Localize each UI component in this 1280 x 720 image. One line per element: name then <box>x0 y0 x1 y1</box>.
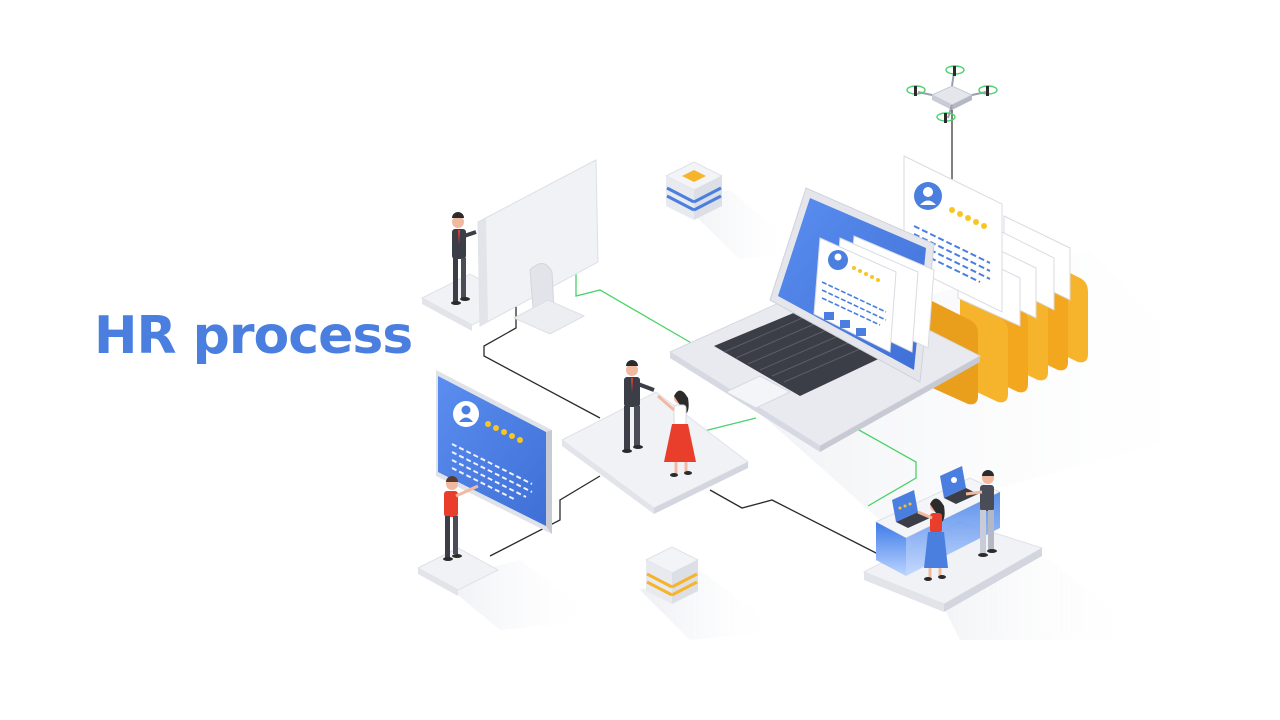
resume-card-icon <box>813 235 935 353</box>
recruiter-desk-station <box>862 466 1044 612</box>
small-laptop <box>940 466 978 504</box>
server-block-icon <box>664 161 724 220</box>
small-laptop <box>892 490 930 528</box>
dark-line-platform-desk <box>709 489 881 556</box>
dark-line-monitor-platform <box>483 272 601 419</box>
laptop <box>668 187 982 452</box>
star-rating-icon <box>852 266 880 282</box>
star-rating-icon <box>949 207 987 229</box>
interview-platform <box>561 360 749 514</box>
person-interviewer <box>622 360 655 453</box>
green-line-platform-laptop <box>699 417 757 433</box>
drone-icon <box>906 65 998 180</box>
connection-lines <box>483 237 917 557</box>
person-recruiter-woman <box>917 498 948 581</box>
person-man-at-monitor <box>451 212 477 305</box>
candidate-screen-station <box>416 370 552 596</box>
dark-line-screen-platform <box>489 475 601 557</box>
page-title: HR process <box>94 306 413 366</box>
star-rating-icon <box>485 421 523 443</box>
monitor-station <box>420 159 599 335</box>
server-block-icon <box>644 546 700 604</box>
person-recruiter-man <box>965 470 997 557</box>
person-candidate-man <box>443 476 479 561</box>
folder-stack <box>903 155 1088 405</box>
person-candidate-woman <box>657 390 696 477</box>
green-line-laptop-desk <box>849 424 917 507</box>
